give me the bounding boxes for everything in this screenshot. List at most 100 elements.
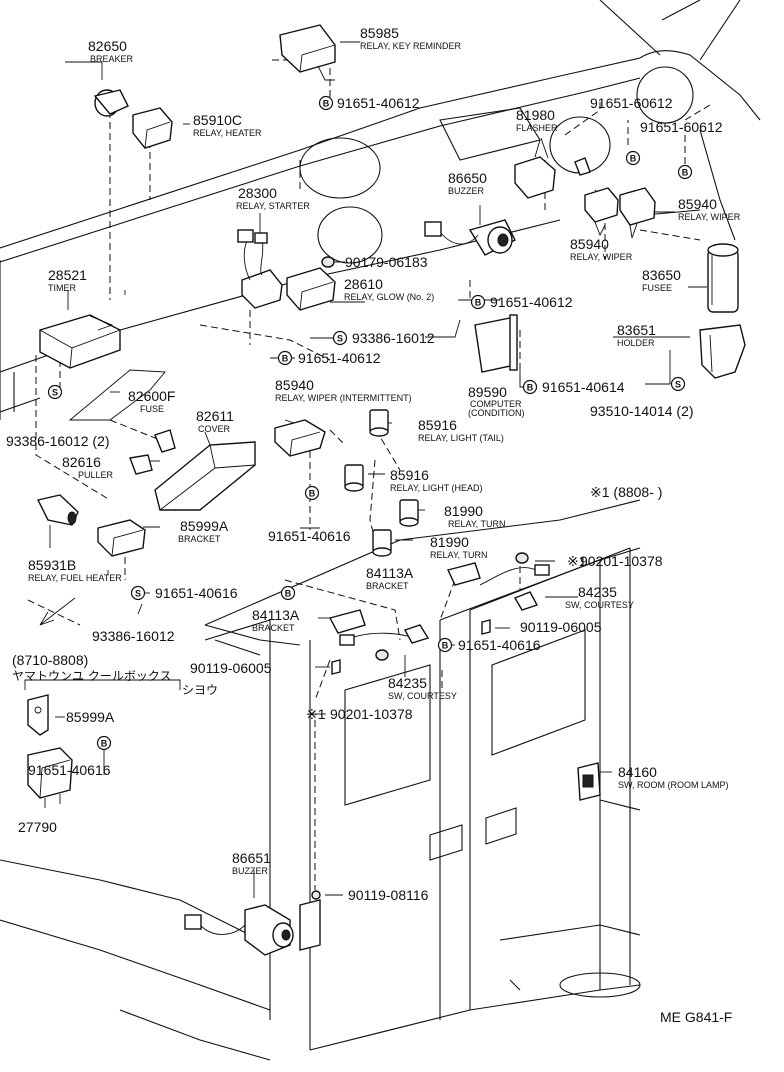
marker-b-icon: B — [282, 354, 289, 364]
marker-b-icon: B — [101, 739, 108, 749]
part-shapes — [24, 24, 746, 956]
reference-number: 90201-10378 — [330, 706, 413, 722]
computer-condition: (CONDITION) — [468, 408, 525, 418]
part-description: RELAY, LIGHT (TAIL) — [418, 433, 504, 443]
part-number: 85916 — [418, 417, 457, 433]
marker-b-icon: B — [475, 298, 482, 308]
wiper-relay-upper-parts — [584, 187, 656, 239]
intermittent-relay-part — [274, 419, 326, 457]
reference-number: 91651-60612 — [590, 95, 673, 111]
part-number: 28300 — [238, 185, 277, 201]
part-labels: 82650 BREAKER 85985 RELAY, KEY REMINDER … — [18, 25, 741, 876]
part-description: RELAY, HEATER — [193, 128, 262, 138]
reference-number: 91651-40612 — [298, 350, 381, 366]
reference-number: 90119-06005 — [520, 619, 602, 635]
reference-number: 90119-06005 — [190, 660, 272, 676]
part-description: RELAY, STARTER — [236, 201, 310, 211]
reference-number: 93386-16012 (2) — [6, 433, 110, 449]
part-number: 85910C — [193, 112, 242, 128]
star-marker: ※1 — [306, 706, 326, 722]
star-range-note: ※1 (8808- ) — [590, 484, 662, 500]
reference-number: 90201-10378 — [580, 553, 663, 569]
part-description: BRACKET — [252, 623, 295, 633]
part-number: 84113A — [366, 565, 414, 581]
marker-b-icon: B — [682, 168, 689, 178]
part-number: 84113A — [252, 607, 300, 623]
part-description: TIMER — [48, 283, 76, 293]
reference-number: 91651-40616 — [155, 585, 238, 601]
part-description: FLASHER — [516, 123, 558, 133]
part-description: FUSEE — [642, 283, 672, 293]
buzzer-86651-part — [184, 890, 321, 956]
computer-part — [474, 314, 518, 373]
part-description: RELAY, WIPER — [570, 252, 633, 262]
reference-number: 93386-16012 — [352, 330, 435, 346]
part-description: RELAY, WIPER (INTERMITTENT) — [275, 393, 412, 403]
part-description: RELAY, TURN — [430, 550, 488, 560]
flasher-part — [514, 139, 591, 199]
part-number: 85940 — [570, 236, 609, 252]
part-description: BREAKER — [90, 54, 134, 64]
part-number: 81990 — [430, 534, 469, 550]
reference-number: 91651-40616 — [268, 528, 351, 544]
part-number: 84235 — [388, 675, 427, 691]
light-relay-parts — [344, 409, 389, 492]
part-number: 89590 — [468, 384, 507, 400]
marker-b-icon: B — [309, 489, 316, 499]
part-number: 82600F — [128, 388, 175, 404]
figure-code: ME G841-F — [660, 1009, 732, 1025]
vehicle-body-outline — [0, 0, 761, 1061]
circle-markers: B B B B S B B S S B B S B B — [47, 95, 693, 751]
reference-number: 93510-14014 (2) — [590, 403, 694, 419]
holder-part — [699, 324, 746, 379]
part-description: SW, ROOM (ROOM LAMP) — [618, 780, 729, 790]
part-description: RELAY, TURN — [448, 519, 506, 529]
key-reminder-relay-part — [279, 24, 336, 81]
bracket-part — [97, 519, 146, 557]
reference-number: 91651-40616 — [458, 637, 541, 653]
cooler-note-jp: ヤマトウンユ クールボックス — [12, 669, 171, 683]
cooler-bracket-part — [27, 694, 49, 736]
notes: ※1 ※1 (8808- ) ※1 (8710-8808) ヤマトウンユ クール… — [12, 484, 732, 1025]
part-description: FUSE — [140, 404, 164, 414]
puller-part — [129, 454, 153, 475]
part-number: 85999A — [66, 709, 115, 725]
fusee-part — [707, 243, 739, 313]
breaker-part — [93, 89, 129, 117]
part-number: 28521 — [48, 267, 87, 283]
reference-number: 90119-08116 — [348, 887, 429, 903]
reference-numbers: 91651-40612 91651-60612 91651-60612 9017… — [6, 95, 723, 903]
cooler-range: (8710-8808) — [12, 652, 88, 668]
part-description: RELAY, LIGHT (HEAD) — [390, 483, 483, 493]
star-marker: ※1 — [567, 553, 587, 569]
part-description: BRACKET — [178, 534, 221, 544]
part-description: SW, COURTESY — [565, 600, 634, 610]
part-description: BRACKET — [366, 581, 409, 591]
part-number: 82616 — [62, 454, 101, 470]
starter-relay-part — [237, 229, 283, 309]
reference-number: 91651-40614 — [542, 379, 625, 395]
turn-relay-parts — [372, 499, 419, 557]
part-number: 84160 — [618, 764, 657, 780]
part-number: 85999A — [180, 518, 229, 534]
marker-s-icon: S — [337, 334, 343, 344]
part-number: 81990 — [444, 503, 483, 519]
reference-number: 91651-60612 — [640, 119, 723, 135]
reference-number: 90179-06183 — [345, 254, 428, 270]
bracket-84113a-parts — [328, 562, 481, 634]
part-description: BUZZER — [448, 186, 485, 196]
part-number: 85916 — [390, 467, 429, 483]
part-description: RELAY, WIPER — [678, 212, 741, 222]
part-number: 81980 — [516, 107, 555, 123]
cover-part — [154, 441, 256, 511]
courtesy-switch-parts — [331, 552, 550, 675]
marker-s-icon: S — [52, 388, 58, 398]
part-number: 85985 — [360, 25, 399, 41]
part-description: BUZZER — [232, 866, 269, 876]
marker-b-icon: B — [630, 154, 637, 164]
marker-b-icon: B — [323, 99, 330, 109]
fuel-heater-relay-part — [36, 494, 79, 526]
reference-number: 91651-40616 — [28, 762, 111, 778]
reference-number: 91651-40612 — [337, 95, 420, 111]
part-number: 84235 — [578, 584, 617, 600]
